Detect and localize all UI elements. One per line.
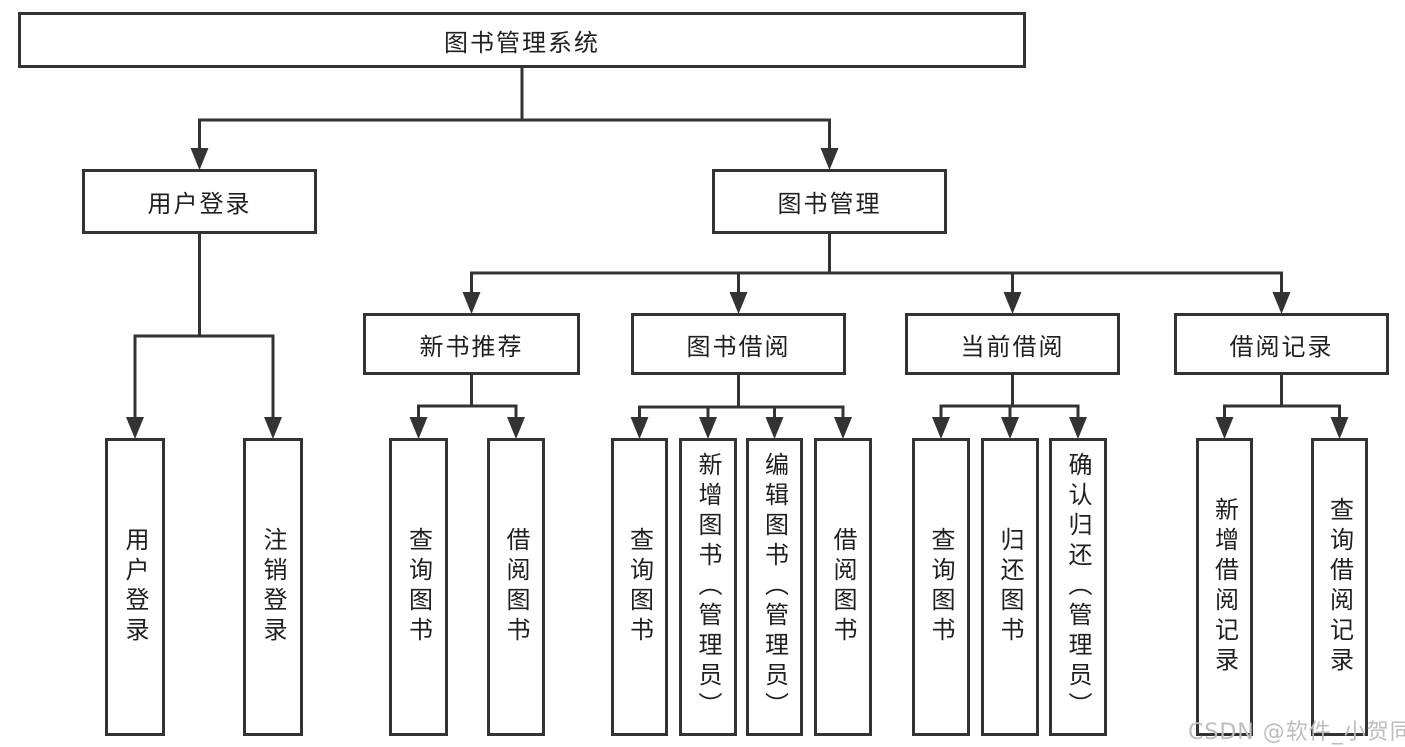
- node-leaf-return-books: 归还图书: [981, 438, 1039, 736]
- arrowhead-icon: [729, 292, 748, 314]
- arrowhead-icon: [1069, 417, 1087, 439]
- node-leaf-user-login: 用户登录: [105, 438, 165, 736]
- node-leaf-borrow-books-1: 借阅图书: [487, 438, 545, 736]
- node-leaf-query-books-3: 查询图书: [912, 438, 970, 736]
- node-user-login: 用户登录: [82, 169, 317, 234]
- arrowhead-icon: [699, 417, 717, 439]
- node-leaf-query-books-1: 查询图书: [389, 438, 448, 736]
- arrowhead-icon: [834, 417, 852, 439]
- node-leaf-query-books-2: 查询图书: [611, 438, 668, 736]
- node-leaf-add-books: 新增图书（管理员）: [679, 438, 737, 736]
- node-new-book-recommend: 新书推荐: [363, 313, 580, 375]
- arrowhead-icon: [765, 417, 784, 439]
- arrowhead-icon: [1003, 292, 1022, 314]
- node-current-borrowing: 当前借阅: [905, 313, 1120, 375]
- node-borrowing-records: 借阅记录: [1174, 313, 1389, 375]
- arrowhead-icon: [1272, 292, 1291, 314]
- arrowhead-icon: [409, 417, 428, 439]
- arrowhead-icon: [932, 417, 950, 439]
- node-leaf-borrow-books-2: 借阅图书: [814, 438, 872, 736]
- watermark: CSDN @软件_小贺同学: [1188, 720, 1405, 745]
- node-leaf-query-borrow-record: 查询借阅记录: [1311, 438, 1368, 736]
- arrowhead-icon: [1001, 417, 1019, 439]
- arrowhead-icon: [630, 417, 649, 439]
- arrowhead-icon: [820, 148, 839, 170]
- arrowhead-icon: [462, 292, 481, 314]
- node-leaf-add-borrow-record: 新增借阅记录: [1196, 438, 1253, 736]
- node-book-management: 图书管理: [712, 169, 947, 234]
- arrowhead-icon: [1330, 417, 1349, 439]
- arrowhead-icon: [190, 148, 209, 170]
- arrowhead-icon: [126, 417, 144, 439]
- node-leaf-logout: 注销登录: [243, 438, 303, 736]
- node-book-borrowing: 图书借阅: [631, 313, 846, 375]
- arrowhead-icon: [1215, 417, 1234, 439]
- node-leaf-confirm-return: 确认归还（管理员）: [1049, 438, 1107, 736]
- node-root: 图书管理系统: [18, 12, 1026, 68]
- arrowhead-icon: [507, 417, 525, 439]
- node-leaf-edit-books: 编辑图书（管理员）: [746, 438, 803, 736]
- arrowhead-icon: [264, 417, 282, 439]
